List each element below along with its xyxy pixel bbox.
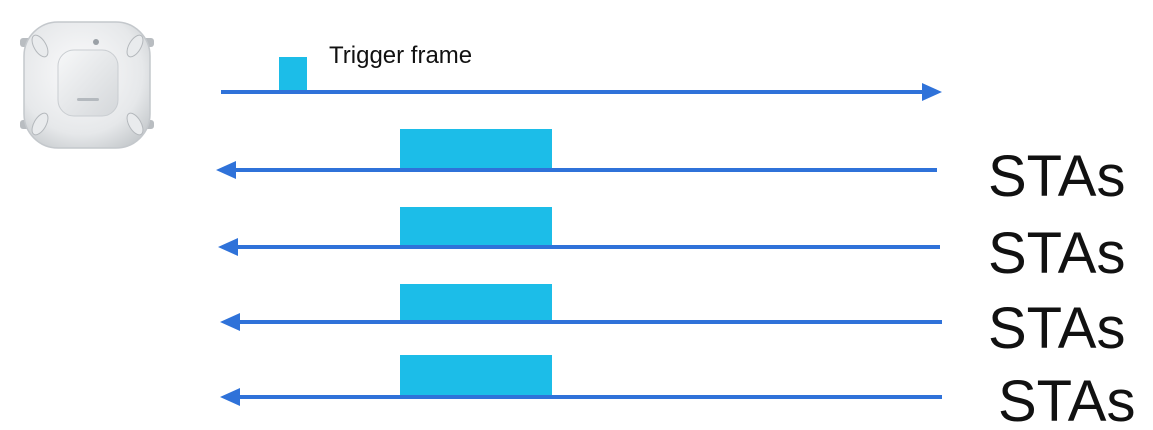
uplink-arrow-head <box>220 388 240 406</box>
uplink-row: STAs <box>220 284 1126 361</box>
sta-label: STAs <box>988 221 1126 286</box>
uplink-frame-block <box>400 284 552 324</box>
uplink-frame-block <box>400 129 552 169</box>
trigger-arrow-head <box>922 83 942 101</box>
sta-label: STAs <box>988 144 1126 209</box>
sta-label: STAs <box>998 369 1136 430</box>
trigger-frame-row: Trigger frame <box>221 42 942 101</box>
uplink-arrow-head <box>218 238 238 256</box>
uplink-frame-block <box>400 207 552 247</box>
uplink-row: STAs <box>220 355 1136 430</box>
access-point-icon <box>20 21 154 149</box>
trigger-frame-label: Trigger frame <box>329 42 472 69</box>
sta-label: STAs <box>988 296 1126 361</box>
uplink-arrow-head <box>220 313 240 331</box>
trigger-frame-block <box>279 57 307 92</box>
uplink-frame-block <box>400 355 552 396</box>
uplink-row: STAs <box>218 207 1126 286</box>
uplink-arrow-head <box>216 161 236 179</box>
uplink-row: STAs <box>216 129 1126 209</box>
